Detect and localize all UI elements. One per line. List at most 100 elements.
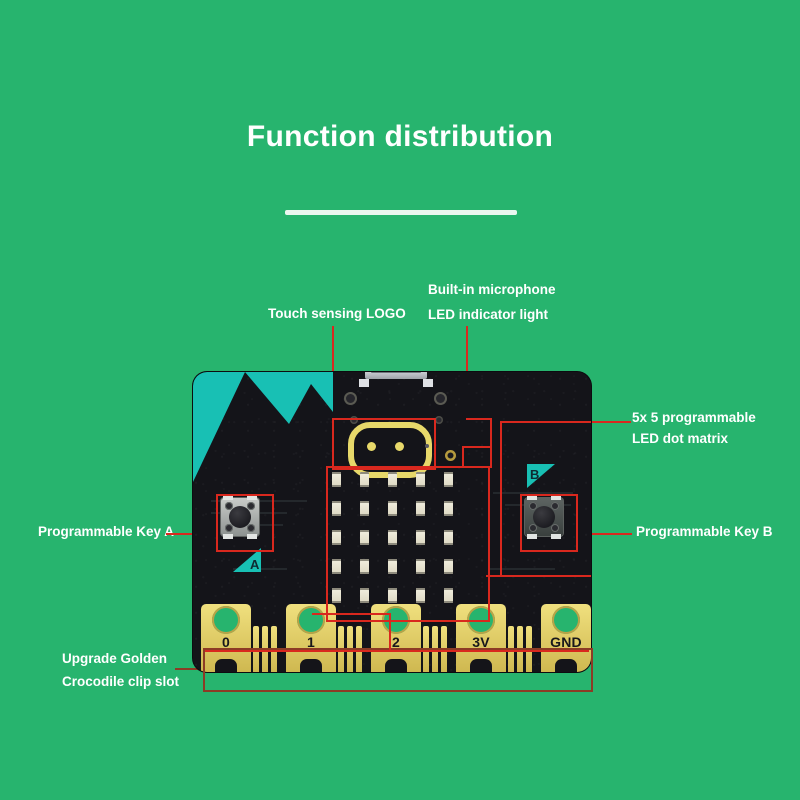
button-a-cap[interactable]: [229, 506, 251, 528]
annotation-mic-seg-right: [490, 418, 492, 448]
button-b-pin: [529, 524, 537, 532]
annotation-box-crocodile-slot: [203, 648, 593, 692]
annotation-mic-seg-mid: [462, 446, 492, 448]
led-3-1: [360, 559, 369, 574]
callout-label-led-indicator: LED indicator light: [428, 307, 548, 322]
led-dot-matrix: [332, 472, 456, 606]
led-4-0: [332, 588, 341, 603]
teal-corner-accent: [193, 372, 333, 482]
button-a-tab: [247, 495, 257, 500]
annotation-mic-seg-right2: [490, 446, 492, 468]
leader-key-b-horizontal: [570, 533, 632, 535]
led-2-2: [388, 530, 397, 545]
annotation-matrix-leader-top: [500, 421, 591, 423]
led-1-2: [388, 501, 397, 516]
pcb-trace: [493, 492, 573, 494]
button-b-marker-letter: B: [530, 467, 540, 482]
usb-tab-right: [423, 379, 433, 387]
button-a-tab: [247, 534, 257, 539]
button-b-pin: [529, 502, 537, 510]
page-title: Function distribution: [246, 120, 554, 153]
led-0-4: [444, 472, 453, 487]
annotation-mic-seg-top: [466, 418, 492, 420]
usb-tab-left: [359, 379, 369, 387]
callout-label-key-a: Programmable Key A: [38, 524, 175, 539]
callout-label-microphone: Built-in microphone: [428, 282, 556, 297]
pcb-trace: [489, 568, 555, 570]
button-b[interactable]: [525, 495, 563, 539]
led-3-0: [332, 559, 341, 574]
leader-matrix-horizontal: [591, 421, 631, 423]
annotation-crocodile-stub-h: [312, 613, 391, 615]
led-4-4: [444, 588, 453, 603]
button-a-pin: [247, 524, 255, 532]
edge-pad-label-0: 0: [222, 634, 230, 650]
pcb-trace: [211, 500, 307, 502]
microphone-hole: [445, 450, 456, 461]
led-4-1: [360, 588, 369, 603]
led-indicator-light: [425, 444, 429, 448]
button-a-pin: [225, 524, 233, 532]
led-1-1: [360, 501, 369, 516]
annotation-box-key-b: [520, 494, 578, 552]
annotation-crocodile-stub-v: [389, 613, 391, 651]
callout-label-touch-logo: Touch sensing LOGO: [268, 306, 406, 321]
led-0-3: [416, 472, 425, 487]
leader-croc-horizontal: [175, 668, 215, 670]
annotation-box-key-a: [216, 494, 274, 552]
annotation-mic-seg-left: [462, 446, 464, 468]
via-pad: [435, 416, 443, 424]
touch-logo-eye-right: [395, 442, 404, 451]
led-2-1: [360, 530, 369, 545]
crocodile-clip-hole-0: [212, 606, 240, 634]
button-b-tab: [527, 534, 537, 539]
annotation-crocodile-top-red: [205, 650, 589, 652]
edge-pad-label-1: 1: [307, 634, 315, 650]
callout-label-croc-line1: Upgrade Golden: [62, 651, 168, 666]
button-a-tab: [223, 534, 233, 539]
button-a-pin: [247, 502, 255, 510]
button-b-cap[interactable]: [533, 506, 555, 528]
crocodile-clip-hole-gnd: [552, 606, 580, 634]
edge-pad-label-gnd: GND: [550, 634, 582, 650]
led-3-3: [416, 559, 425, 574]
annotation-matrix-leader-up: [500, 421, 502, 577]
led-0-2: [388, 472, 397, 487]
led-3-4: [444, 559, 453, 574]
crocodile-clip-hole-1: [297, 606, 325, 634]
edge-pad-label-3v: 3V: [472, 634, 490, 650]
led-2-0: [332, 530, 341, 545]
edge-pad-label-2: 2: [392, 634, 400, 650]
button-b-tab: [551, 495, 561, 500]
mounting-pad: [434, 392, 447, 405]
usb-connector: [365, 372, 427, 379]
mounting-pad: [344, 392, 357, 405]
callout-label-croc-line2: Crocodile clip slot: [62, 674, 180, 689]
led-1-3: [416, 501, 425, 516]
button-b-tab: [527, 495, 537, 500]
button-a-pin: [225, 502, 233, 510]
callout-label-matrix-line2: LED dot matrix: [632, 431, 729, 446]
annotation-box-led-matrix: [326, 466, 490, 622]
annotation-box-touch-logo: [332, 418, 436, 470]
button-a[interactable]: [221, 495, 259, 539]
usb-slot: [371, 372, 421, 373]
button-b-pin: [551, 524, 559, 532]
button-a-marker-letter: A: [250, 557, 260, 572]
button-b-pin: [551, 502, 559, 510]
led-2-4: [444, 530, 453, 545]
led-2-3: [416, 530, 425, 545]
title-divider: [285, 210, 517, 215]
button-b-tab: [551, 534, 561, 539]
led-1-4: [444, 501, 453, 516]
touch-logo-eye-left: [367, 442, 376, 451]
annotation-matrix-leader-in: [486, 575, 591, 577]
callout-label-key-b: Programmable Key B: [636, 524, 773, 539]
led-1-0: [332, 501, 341, 516]
microbit-board: A B 0 1 2 3V GND: [193, 372, 591, 672]
led-0-0: [332, 472, 341, 487]
via-pad: [350, 416, 358, 424]
led-4-3: [416, 588, 425, 603]
led-4-2: [388, 588, 397, 603]
